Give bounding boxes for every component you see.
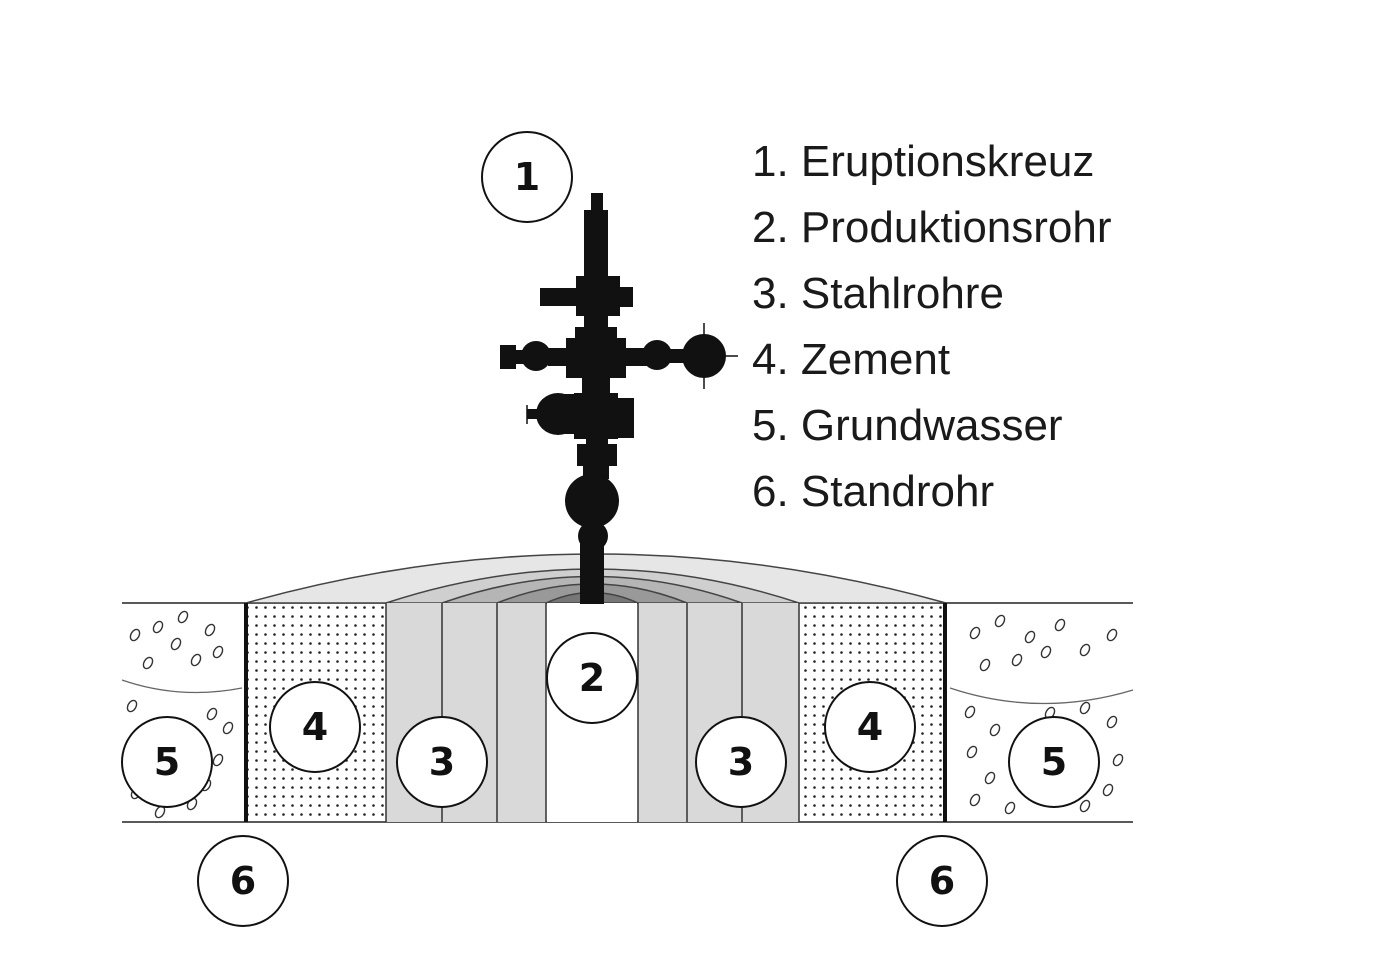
svg-text:5: 5 — [154, 740, 180, 784]
svg-text:5: 5 — [1041, 740, 1067, 784]
marker-6-left: 6 — [197, 835, 289, 927]
standpipe-walls — [244, 603, 947, 822]
cement-layer — [248, 603, 943, 822]
marker-6-right: 6 — [896, 835, 988, 927]
marker-1: 1 — [481, 131, 573, 223]
marker-5-left: 5 — [121, 716, 213, 808]
svg-text:6: 6 — [929, 859, 955, 903]
marker-3-right: 3 — [695, 716, 787, 808]
legend-item-steel-pipes: 3. Stahlrohre — [752, 269, 1004, 318]
legend: 1. Eruptionskreuz 2. Produktionsrohr 3. … — [752, 135, 1112, 531]
svg-text:4: 4 — [302, 705, 328, 749]
marker-3-left: 3 — [396, 716, 488, 808]
svg-text:6: 6 — [230, 859, 256, 903]
legend-item-standpipe: 6. Standrohr — [752, 467, 995, 516]
eruption-cross-icon — [500, 193, 738, 604]
svg-text:2: 2 — [579, 656, 605, 700]
groundwater-left — [121, 610, 243, 819]
marker-4-left: 4 — [269, 681, 361, 773]
marker-5-right: 5 — [1008, 716, 1100, 808]
svg-text:3: 3 — [728, 740, 754, 784]
legend-item-cement: 4. Zement — [752, 335, 951, 384]
groundwater-right — [949, 614, 1134, 815]
legend-item-groundwater: 5. Grundwasser — [752, 401, 1063, 450]
marker-2: 2 — [546, 632, 638, 724]
svg-text:4: 4 — [857, 705, 883, 749]
marker-4-right: 4 — [824, 681, 916, 773]
svg-text:3: 3 — [429, 740, 455, 784]
legend-item-production-pipe: 2. Produktionsrohr — [752, 203, 1112, 252]
legend-item-eruption-cross: 1. Eruptionskreuz — [752, 137, 1095, 186]
svg-text:1: 1 — [514, 155, 540, 199]
